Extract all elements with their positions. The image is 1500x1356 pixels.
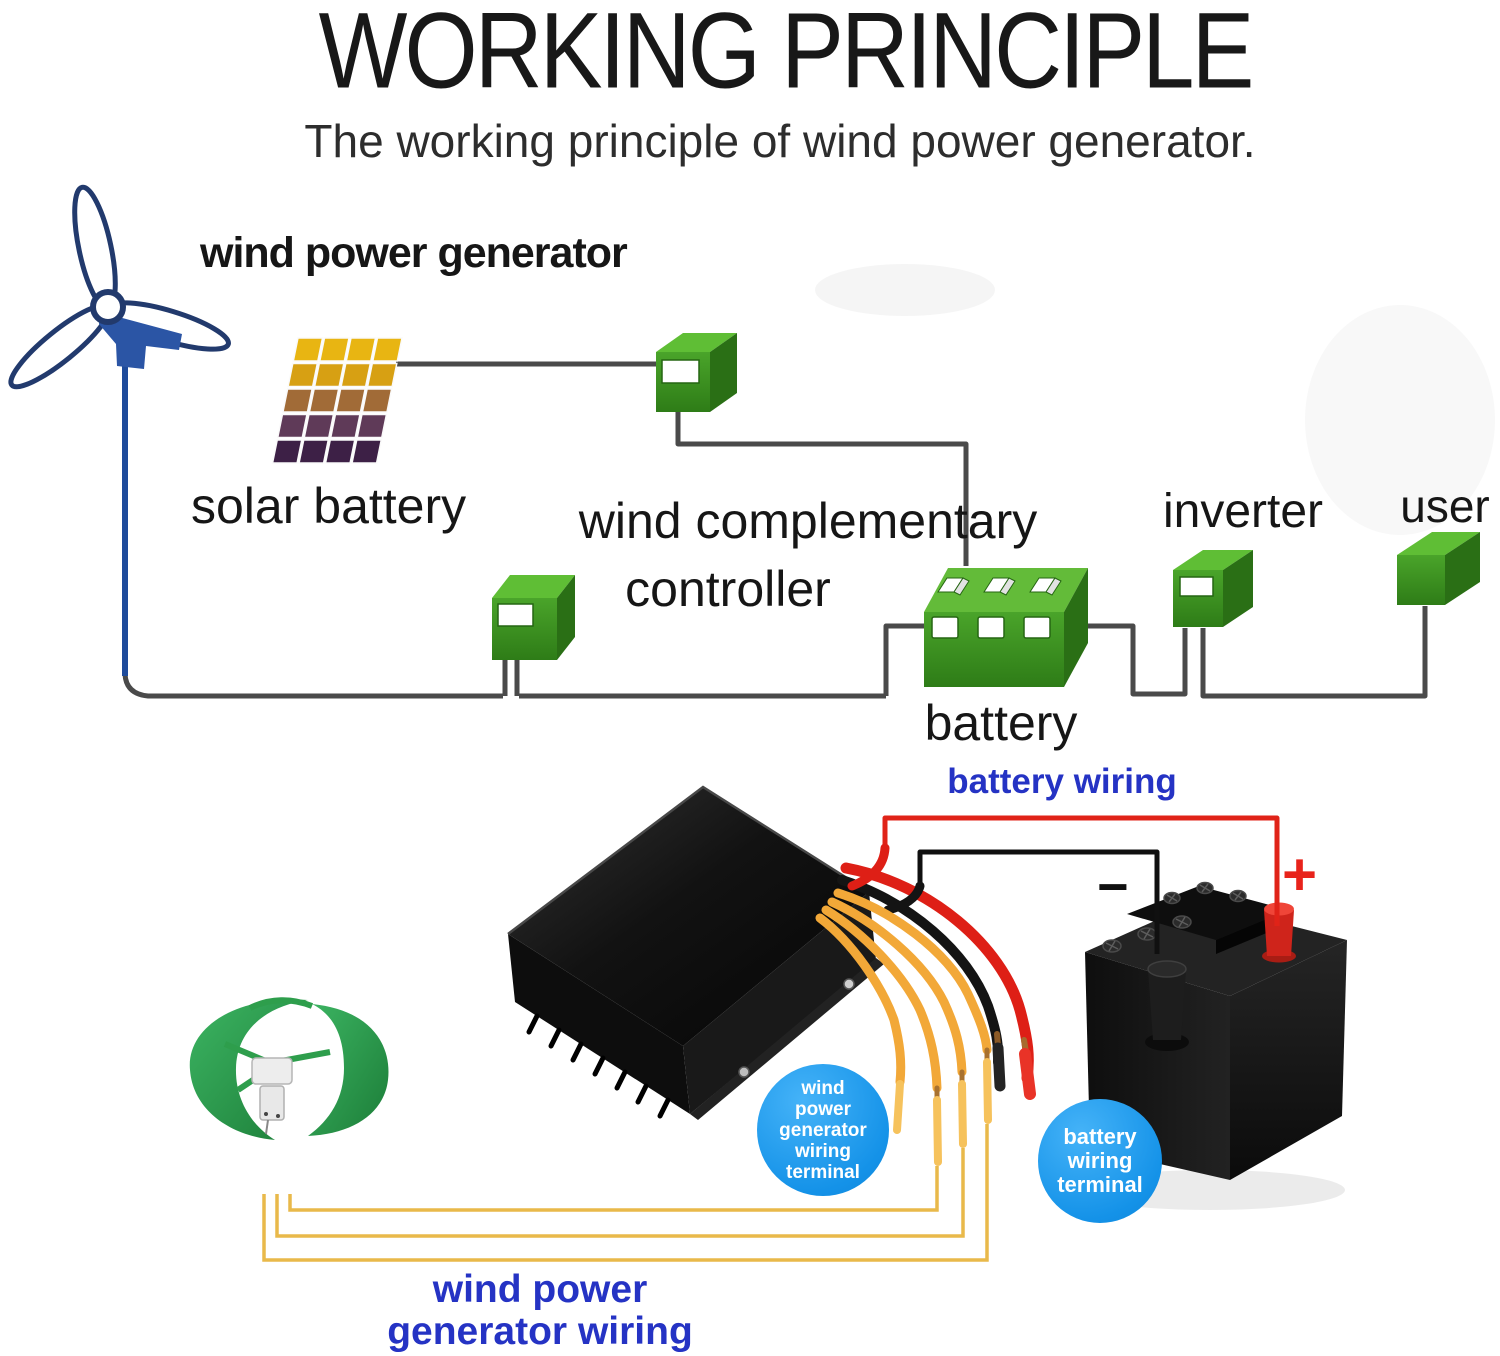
schematic-wires (122, 361, 1428, 699)
badge-line: wind (801, 1077, 845, 1099)
inverter-icon (1173, 550, 1253, 627)
label-battery-wiring: battery wiring (947, 762, 1177, 801)
label-wind-complementary: wind complementary (578, 493, 1038, 549)
page-title: WORKING PRINCIPLE (318, 0, 1255, 111)
wire-battery-to-inverter (1088, 623, 1188, 697)
controller-box-top-icon (656, 333, 737, 412)
wind-terminal-badge: wind power generator wiring terminal (757, 1064, 889, 1196)
minus-sign: − (1097, 857, 1129, 917)
badge-line: generator (779, 1119, 867, 1141)
label-controller: controller (625, 561, 831, 617)
battery-terminal-badge: battery wiring terminal (1038, 1099, 1162, 1223)
turbine-hub (90, 289, 126, 325)
wire-turbine-run (122, 673, 503, 699)
label-solar-battery: solar battery (191, 478, 467, 534)
badge-line: wiring (795, 1140, 851, 1162)
badge-line: wiring (1067, 1148, 1133, 1173)
label-user: user (1400, 480, 1490, 532)
wind-generator-wiring-lines (262, 1124, 989, 1262)
label-inverter: inverter (1162, 485, 1324, 538)
plus-sign: + (1282, 841, 1318, 908)
label-wind-power-wiring-line2: generator wiring (387, 1310, 693, 1353)
solar-panel-icon (271, 337, 403, 464)
positive-wire-line (882, 815, 1280, 926)
wire-controller-to-battery-top (675, 412, 969, 566)
battery-wiring-lines (882, 815, 1280, 954)
wire-run-to-battery (519, 623, 924, 699)
badge-line: terminal (1057, 1172, 1143, 1197)
vertical-wind-turbine-icon (189, 997, 389, 1140)
background-artifacts (815, 264, 1495, 535)
charge-controller-photo (507, 785, 884, 1120)
controller-cables (815, 843, 1036, 1166)
badge-line: power (795, 1098, 851, 1120)
car-battery-photo (1075, 881, 1347, 1210)
turbine-nacelle (99, 312, 182, 369)
controller-box-left-icon (492, 575, 575, 660)
wire-inverter-to-user (1200, 606, 1428, 699)
page-subtitle: The working principle of wind power gene… (304, 115, 1256, 167)
negative-wire-line (917, 849, 1160, 954)
label-wind-power-generator: wind power generator (200, 229, 628, 277)
user-icon (1397, 532, 1480, 605)
label-wind-power-wiring-line1: wind power (432, 1268, 648, 1311)
badge-line: terminal (786, 1161, 860, 1183)
badge-line: battery (1063, 1124, 1137, 1149)
green-battery-icon (924, 568, 1088, 687)
battery-negative-terminal (1147, 960, 1187, 978)
label-battery: battery (924, 695, 1078, 751)
wind-turbine-icon (8, 184, 231, 390)
